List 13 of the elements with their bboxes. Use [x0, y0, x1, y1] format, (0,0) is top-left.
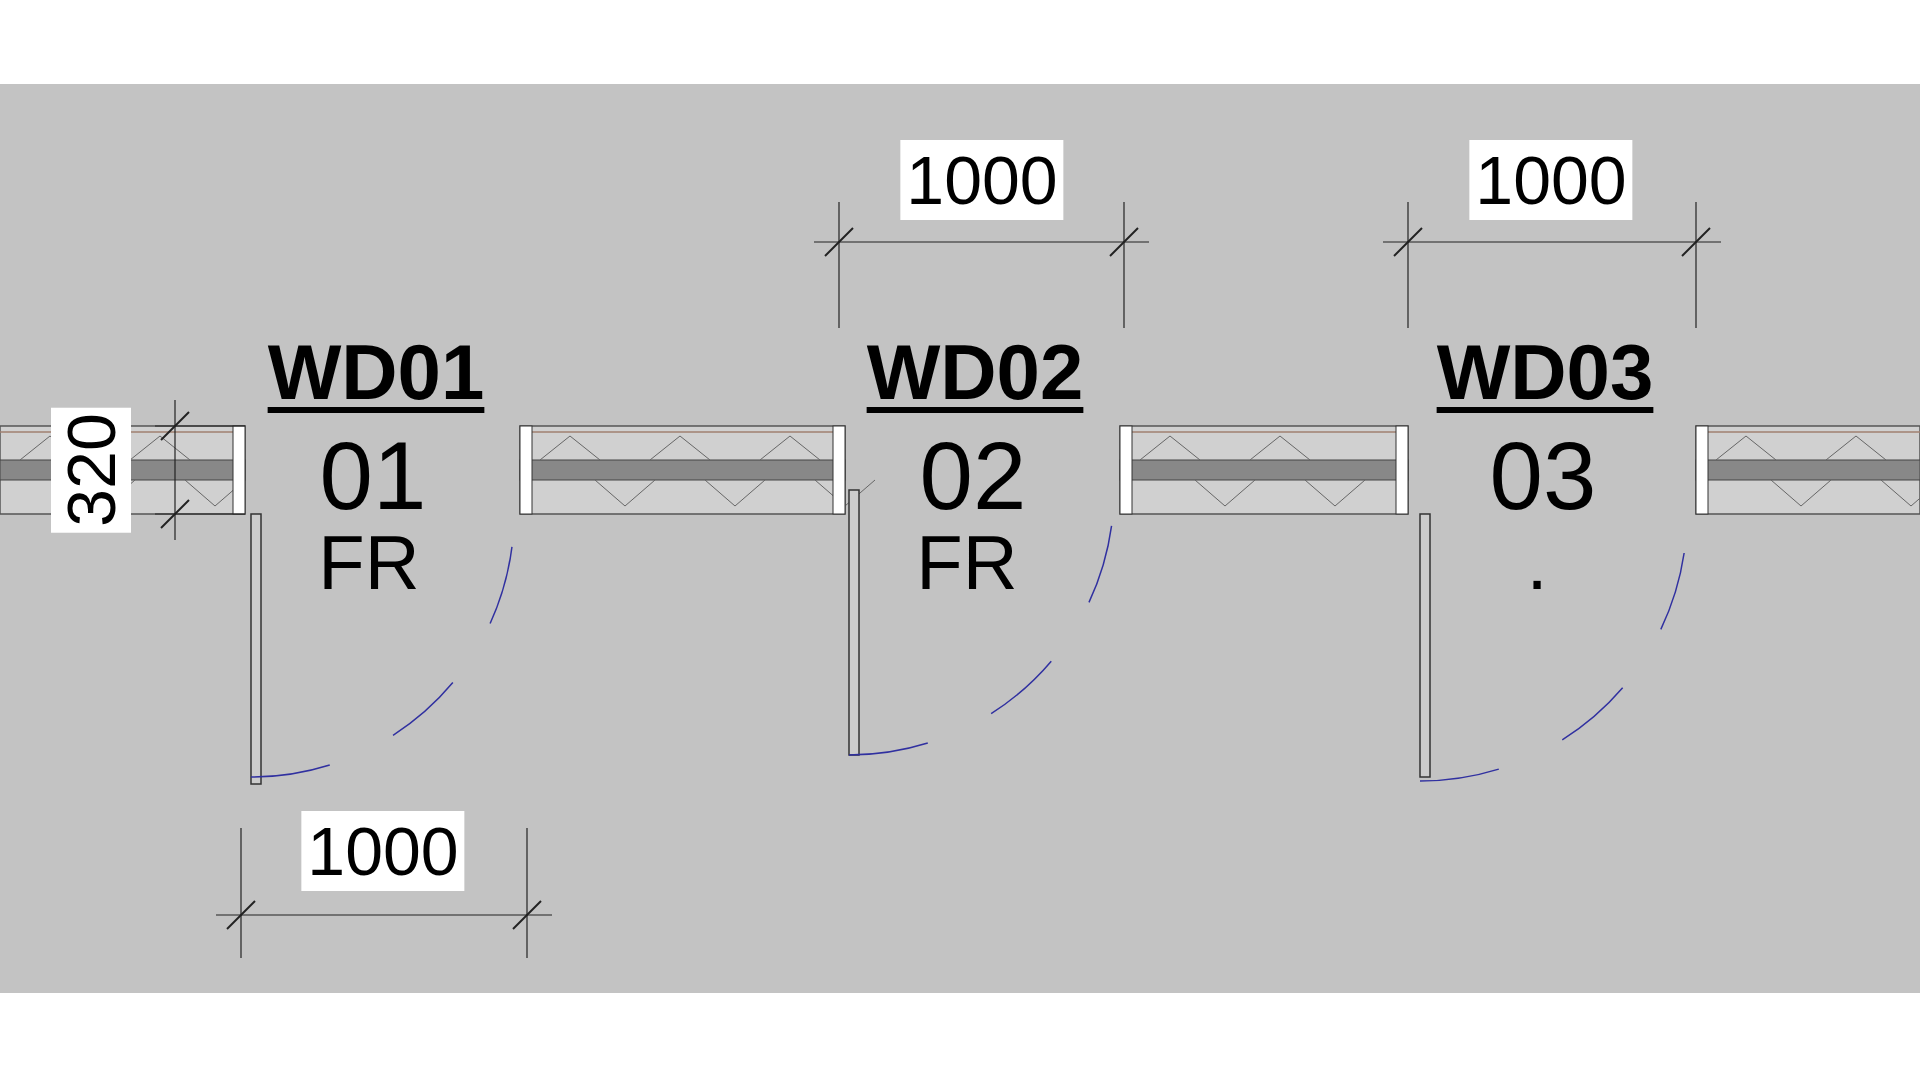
door-rating-label: . [1526, 525, 1548, 601]
door-number: 03 [1489, 428, 1597, 524]
dimension-label: 320 [51, 407, 131, 533]
dimension-label: 1000 [1469, 140, 1633, 220]
door-number: 02 [919, 428, 1027, 524]
door-tag-label: WD01 [267, 333, 485, 411]
dimension-label: 1000 [900, 140, 1064, 220]
door-rating-label: FR [318, 525, 420, 601]
dimension-label: 1000 [301, 811, 465, 891]
door-number: 01 [319, 428, 427, 524]
door-rating-label: FR [916, 525, 1018, 601]
door-tag-label: WD03 [1436, 333, 1654, 411]
door-tag-label: WD02 [866, 333, 1084, 411]
